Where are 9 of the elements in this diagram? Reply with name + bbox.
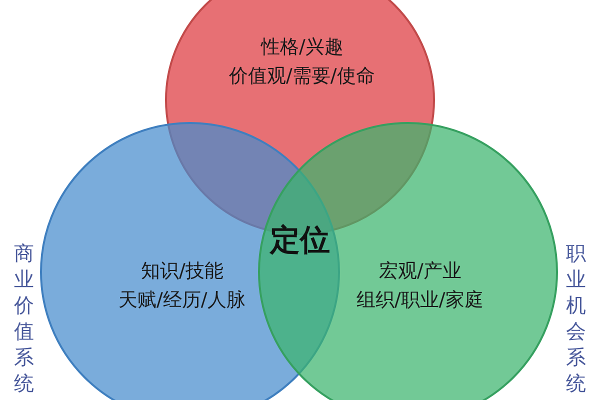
circle-text: 组织/职业/家庭 (356, 288, 484, 313)
side-label: 商业价值系统 (14, 240, 35, 396)
circle-text: 性格/兴趣 (261, 35, 344, 60)
circle-text: 天赋/经历/人脉 (118, 288, 246, 313)
circle-text: 宏观/产业 (379, 259, 462, 284)
side-label: 职业机会系统 (566, 240, 587, 396)
circle-text: 价值观/需要/使命 (229, 64, 375, 89)
center-label: 定位 (270, 222, 330, 260)
circle-text: 知识/技能 (141, 259, 224, 284)
